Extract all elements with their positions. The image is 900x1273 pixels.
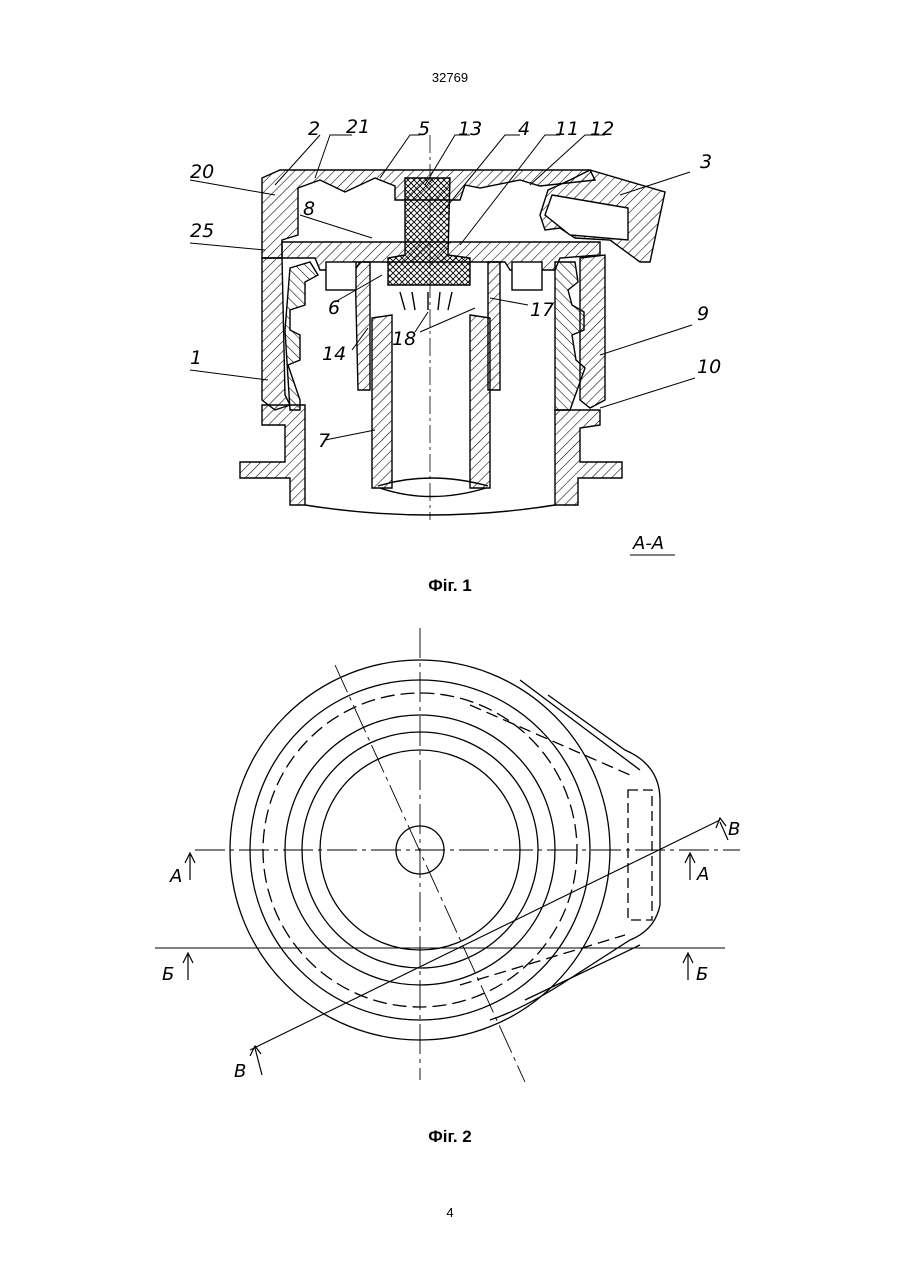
label-3: 3 — [700, 151, 712, 173]
label-9: 9 — [697, 303, 709, 325]
chamber-right — [512, 262, 542, 290]
label-25: 25 — [190, 220, 214, 242]
base-left — [240, 405, 305, 505]
label-14: 14 — [322, 343, 346, 365]
figure1-caption: Фіг. 1 — [0, 576, 900, 596]
arrow-B-right — [683, 953, 693, 980]
arrow-B-left — [183, 953, 193, 980]
mark-B-left: Б — [162, 964, 174, 985]
label-17: 17 — [530, 299, 554, 321]
label-7: 7 — [318, 430, 330, 452]
skirt-right — [580, 255, 605, 408]
mark-V-bottom: В — [234, 1061, 246, 1082]
label-2: 2 — [308, 118, 320, 140]
tube-left-wall — [372, 315, 392, 488]
arrow-A-left — [185, 853, 195, 880]
chamber-left — [326, 262, 356, 290]
valve-left — [355, 262, 370, 390]
label-21: 21 — [346, 116, 370, 138]
fig1-section-view — [240, 135, 665, 520]
mark-A-left: А — [169, 866, 182, 887]
neck-left — [285, 262, 318, 410]
arrow-A-right — [685, 853, 695, 880]
label-6: 6 — [328, 297, 340, 319]
figure2-caption: Фіг. 2 — [0, 1127, 900, 1147]
base-right — [555, 410, 622, 505]
mark-B-right: Б — [696, 964, 708, 985]
label-12: 12 — [590, 118, 614, 140]
spout-side-bottom — [525, 945, 640, 1000]
slot-group — [400, 292, 452, 310]
section-marks: А А Б Б В В — [162, 819, 740, 1082]
mark-V-top: В — [728, 819, 740, 840]
label-1: 1 — [190, 347, 202, 369]
label-10: 10 — [697, 356, 721, 378]
valve-right — [488, 262, 500, 390]
label-20: 20 — [190, 161, 214, 183]
fig2-top-view — [155, 628, 740, 1082]
label-5: 5 — [418, 118, 430, 140]
section-label-AA: А-А — [632, 533, 664, 554]
spout-dashed-bottom — [460, 935, 625, 985]
spout-side-top — [520, 680, 640, 770]
label-11: 11 — [555, 118, 579, 140]
spout-outline — [490, 695, 660, 1020]
tube-right-wall — [470, 315, 490, 488]
label-8: 8 — [303, 198, 315, 220]
label-18: 18 — [392, 328, 416, 350]
arrow-V-bottom — [250, 1046, 262, 1075]
label-13: 13 — [458, 118, 482, 140]
label-4: 4 — [518, 118, 530, 140]
mark-A-right: А — [696, 864, 709, 885]
page-number: 4 — [0, 1205, 900, 1220]
